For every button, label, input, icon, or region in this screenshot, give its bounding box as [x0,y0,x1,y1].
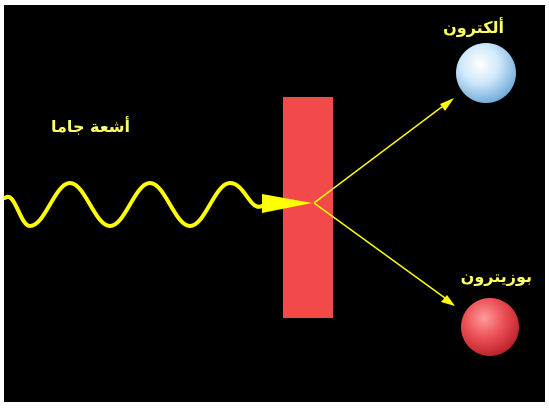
target-slab [283,97,333,318]
electron-arrowhead [440,98,454,111]
electron-trajectory [313,105,444,204]
positron-arrowhead [441,295,455,306]
positron-sphere-icon [461,298,519,356]
electron-label: ألكترون [443,18,504,37]
positron-label: بوزيترون [460,267,532,286]
gamma-label: أشعة جاما [51,117,130,136]
gamma-arrowhead [262,194,312,213]
positron-trajectory [313,202,446,299]
electron-sphere-icon [456,43,516,103]
gamma-ray-wave [3,180,270,229]
